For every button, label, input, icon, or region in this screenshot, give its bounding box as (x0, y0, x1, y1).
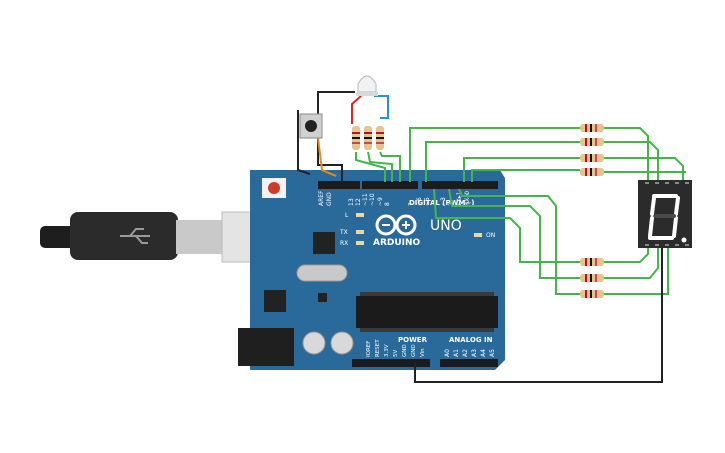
power-pin-label: GND (402, 344, 408, 357)
digital-pin-label: 12 (355, 198, 362, 206)
power-pin-label: IOREF (366, 341, 372, 357)
segment-digit (648, 194, 680, 240)
digital-label: DIGITAL (PWM~) (409, 199, 474, 207)
segment-resistor[interactable] (580, 168, 604, 176)
wire-seg-g[interactable] (458, 188, 580, 295)
digital-pin-label: ~9 (377, 197, 384, 206)
wire-seg-g2[interactable] (604, 248, 669, 295)
digital-pin-label: AREF (318, 190, 325, 206)
reset-button[interactable] (268, 182, 280, 194)
digital-pin-label: 8 (384, 202, 391, 206)
display-pin[interactable] (685, 182, 689, 184)
wire-seg-c2[interactable] (604, 157, 684, 180)
power-pin-label: RESET (375, 339, 381, 357)
digital-pin-label: ~11 (362, 193, 369, 206)
segment-resistor[interactable] (580, 290, 604, 298)
digital-header-left[interactable] (318, 181, 360, 189)
digital-header-right[interactable] (422, 181, 498, 189)
segment-resistor[interactable] (580, 138, 604, 146)
display-pin[interactable] (645, 244, 649, 246)
analog-pin-label: A4 (480, 349, 487, 357)
led-tx (356, 230, 364, 234)
segment-resistor[interactable] (580, 258, 604, 266)
analog-pin-label: A5 (489, 349, 496, 357)
digital-pin-label: ~5 (424, 197, 431, 206)
wire-seg-e2[interactable] (604, 248, 649, 263)
analog-pin-label: A0 (444, 349, 451, 357)
display-pin[interactable] (655, 182, 659, 184)
wire-seg-c[interactable] (463, 157, 580, 182)
digital-header-mid[interactable] (362, 181, 418, 189)
digital-pin-label: ~6 (416, 197, 423, 206)
wire-gnd-display[interactable] (414, 248, 663, 383)
decimal-point (681, 237, 687, 243)
led-rx (356, 241, 364, 245)
analog-pin-label: A3 (471, 349, 478, 357)
segment-resistor[interactable] (580, 154, 604, 162)
on-label: ON (486, 232, 495, 239)
analog-pin-label: A1 (453, 349, 460, 357)
wire-green-led1[interactable] (355, 152, 386, 182)
wire-seg-f2[interactable] (604, 248, 659, 279)
wire-seg-b[interactable] (425, 141, 580, 182)
power-header[interactable] (352, 359, 430, 367)
seven-segment-display[interactable] (638, 180, 692, 248)
wire-seg-d[interactable] (471, 169, 580, 182)
power-jack[interactable] (238, 328, 294, 366)
digital-pin-label: 7 (408, 202, 415, 206)
display-pin[interactable] (685, 244, 689, 246)
wire-seg-e[interactable] (433, 188, 580, 263)
brand-label: ARDUINO (373, 238, 421, 248)
rgb-led[interactable] (356, 75, 378, 96)
wire-red[interactable] (351, 95, 362, 124)
digital-pin-label: ~3 (440, 197, 447, 206)
digital-pin-label: RX◂0 (464, 191, 471, 206)
wire-gnd-top[interactable] (317, 91, 355, 182)
digital-pin-label: ~10 (369, 193, 376, 206)
power-pin-label: 3.3V (384, 344, 390, 357)
led-resistors[interactable] (352, 126, 384, 150)
power-pin-label: 5V (393, 350, 399, 357)
atmega-chip (356, 296, 498, 328)
led-on (474, 233, 482, 237)
power-label: POWER (398, 336, 428, 344)
wire-seg-b2[interactable] (604, 141, 659, 180)
display-pin[interactable] (675, 182, 679, 184)
segment-resistor[interactable] (580, 124, 604, 132)
usb-icon (120, 228, 150, 244)
digital-pin-label: GND (326, 192, 333, 206)
wire-seg-a[interactable] (409, 127, 580, 182)
digital-pin-label: TX▸1 (456, 191, 463, 207)
analog-label: ANALOG IN (449, 336, 493, 344)
model-label: UNO (430, 218, 462, 234)
display-pin[interactable] (645, 182, 649, 184)
pushbutton[interactable] (299, 113, 323, 139)
wire-orange[interactable] (317, 137, 337, 177)
wire-gnd-pushbutton[interactable] (297, 110, 311, 175)
power-pin-label: GND (411, 344, 417, 357)
digital-pin-label: 13 (348, 198, 355, 206)
power-pin-label: Vin (420, 348, 426, 357)
wire-blue[interactable] (374, 95, 389, 119)
segment-resistor[interactable] (580, 274, 604, 282)
analog-pin-label: A2 (462, 349, 469, 357)
usb-cable[interactable] (40, 211, 283, 263)
arduino-logo (375, 214, 417, 236)
analog-header[interactable] (440, 359, 498, 367)
wire-green-led2[interactable] (367, 151, 393, 182)
wire-seg-f[interactable] (448, 188, 580, 279)
led-l (356, 213, 364, 217)
led-label-tx: TX (339, 229, 348, 236)
wire-green-led3[interactable] (379, 151, 401, 182)
led-label-l: L (345, 212, 349, 219)
segment-resistors[interactable] (580, 124, 604, 298)
led-label-rx: RX (340, 240, 348, 247)
display-pin[interactable] (675, 244, 679, 246)
display-pin[interactable] (655, 244, 659, 246)
display-pin[interactable] (665, 244, 669, 246)
display-pin[interactable] (665, 182, 669, 184)
